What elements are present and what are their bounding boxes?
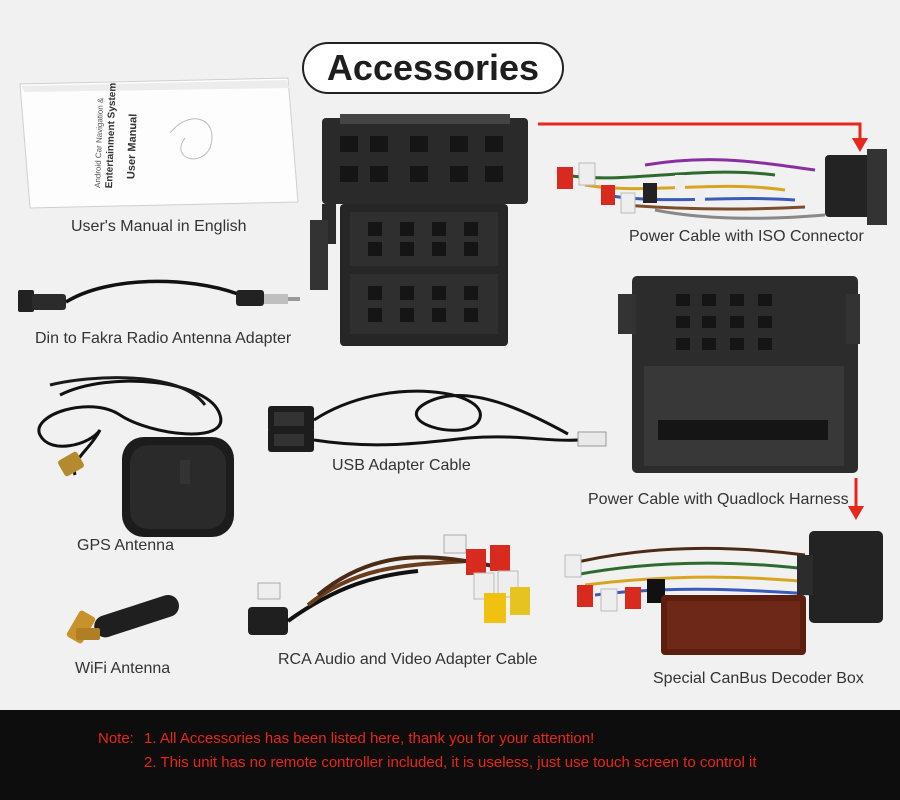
caption-wifi: WiFi Antenna xyxy=(75,660,171,677)
page-title: Accessories xyxy=(302,42,564,94)
wifi-antenna-image xyxy=(66,594,179,644)
canbus-decoder-image xyxy=(564,531,883,655)
note-line-1: 1. All Accessories has been listed here,… xyxy=(144,730,595,747)
note-bar xyxy=(0,710,900,800)
manual-cover-line3: User Manual xyxy=(125,113,139,179)
caption-iso-cable: Power Cable with ISO Connector xyxy=(629,228,864,245)
gps-antenna-image xyxy=(37,376,234,537)
quadlock-connector-image xyxy=(618,276,860,473)
caption-rca: RCA Audio and Video Adapter Cable xyxy=(278,651,538,668)
caption-quadlock: Power Cable with Quadlock Harness xyxy=(588,491,849,508)
manual-cover-line2: Entertainment System xyxy=(104,83,119,189)
iso-connector-image xyxy=(310,114,528,346)
iso-cable-image xyxy=(557,149,887,225)
caption-canbus: Special CanBus Decoder Box xyxy=(653,670,864,687)
user-manual-image: Android Car Navigation & Entertainment S… xyxy=(19,77,299,209)
manual-cover-line1: Android Car Navigation & xyxy=(93,97,105,188)
arrow-to-canbus-icon xyxy=(848,478,864,520)
arrow-to-iso-cable-icon xyxy=(538,122,868,152)
caption-antenna-adapter: Din to Fakra Radio Antenna Adapter xyxy=(35,330,292,347)
note-prefix: Note: xyxy=(98,730,134,747)
caption-user-manual: User's Manual in English xyxy=(71,218,247,235)
note-line-2: 2. This unit has no remote controller in… xyxy=(144,754,757,771)
antenna-adapter-image xyxy=(18,279,300,312)
rca-cable-image xyxy=(248,534,530,635)
caption-usb: USB Adapter Cable xyxy=(332,457,471,474)
caption-gps: GPS Antenna xyxy=(77,537,174,554)
usb-cable-image xyxy=(268,389,607,452)
